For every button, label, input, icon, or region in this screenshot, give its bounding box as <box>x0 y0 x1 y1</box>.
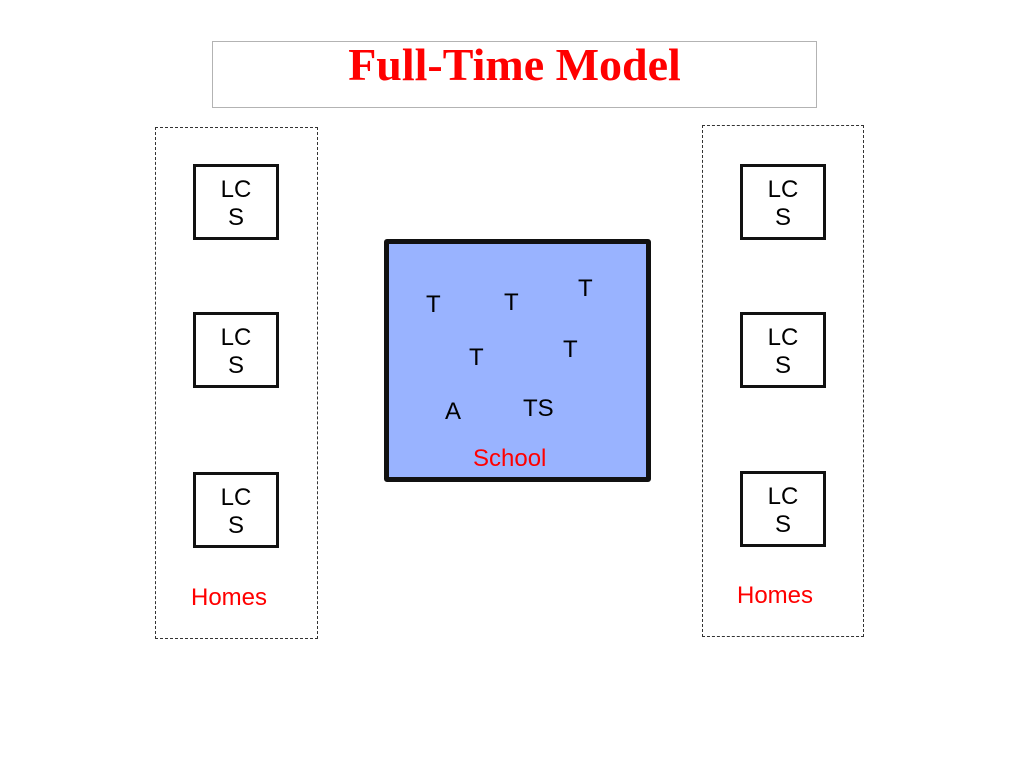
home-box-label-line1: LC <box>220 176 252 203</box>
school-item-ts: TS <box>523 395 554 422</box>
home-box-label-line2: S <box>227 512 244 539</box>
school-label: School <box>473 445 547 472</box>
page-title: Full-Time Model <box>348 39 681 90</box>
home-box-label-line1: LC <box>767 324 799 351</box>
school-item-teacher: T <box>578 275 593 302</box>
home-box-label-line2: S <box>227 352 244 379</box>
homes-label-left: Homes <box>191 584 268 611</box>
home-box-label-line1: LC <box>220 324 252 351</box>
home-box-label-line2: S <box>227 204 244 231</box>
home-box-label-line1: LC <box>767 176 799 203</box>
home-box-label-line2: S <box>774 204 791 231</box>
school-item-teacher: T <box>504 289 519 316</box>
school-item-administrator: A <box>445 398 462 425</box>
home-box-label-line1: LC <box>767 483 799 510</box>
school-item-teacher: T <box>426 291 441 318</box>
school-item-teacher: T <box>563 336 578 363</box>
school-box: T T T T T A TS School <box>384 239 651 482</box>
school-item-teacher: T <box>469 344 484 371</box>
home-box-label-line2: S <box>774 511 791 538</box>
homes-label-right: Homes <box>737 582 814 609</box>
title-box: Full-Time Model <box>212 41 817 108</box>
home-box-label-line1: LC <box>220 484 252 511</box>
home-box-label-line2: S <box>774 352 791 379</box>
